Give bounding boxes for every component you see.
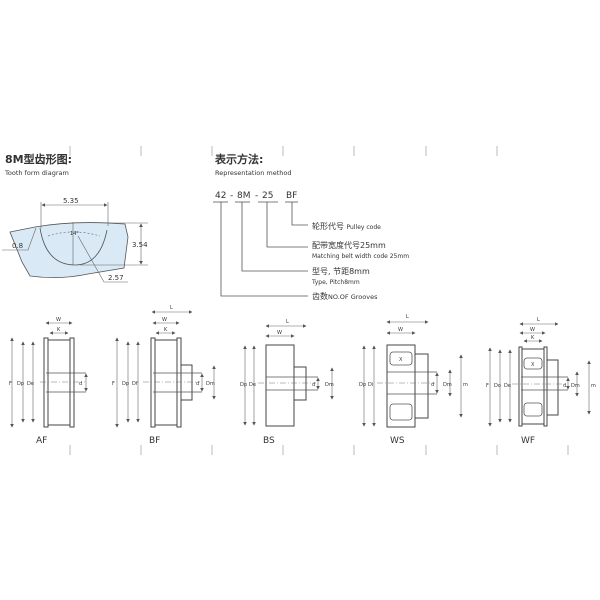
pulley-label-ws: WS (390, 436, 405, 446)
dim-label: d (431, 382, 434, 388)
web-cutout (389, 403, 413, 421)
dim-label: X (531, 362, 535, 368)
dim-label: W (162, 317, 167, 323)
representation-title-en: Representation method (215, 169, 292, 177)
dim-label: Dm (325, 382, 334, 388)
dim-label: Df (132, 381, 138, 387)
pulley-label-wf: WF (521, 436, 535, 446)
pulley-body (520, 348, 546, 425)
representation-title-cn: 表示方法: (214, 152, 263, 166)
pulley-label-af: AF (36, 436, 47, 446)
code-separator: - (230, 191, 233, 201)
dim-label: K (164, 327, 168, 333)
dim-label: Dp (359, 382, 366, 388)
code-width: 25 (262, 191, 273, 201)
separator-ticks (69, 146, 569, 455)
dim-label: Dm (443, 382, 452, 388)
tooth-form-section: 8M型齿形图: Tooth form diagram 5.35 3.54 14°… (2, 152, 148, 283)
svg-text:轮形代号 Pulley code: 轮形代号 Pulley code (312, 221, 381, 231)
dim-label: De (249, 382, 256, 388)
dim-label: F (9, 381, 12, 387)
dim-label: d (312, 382, 315, 388)
dim-label: W (398, 327, 403, 333)
code-separator: - (255, 191, 258, 201)
dim-label: K (531, 335, 535, 341)
dim-label: d (79, 381, 82, 387)
legend-grooves-cn: 齿数 (312, 291, 328, 301)
pulley-body (45, 339, 73, 426)
dim-label: d (563, 383, 566, 389)
web-cutout (523, 402, 543, 417)
flange (518, 346, 523, 427)
dim-label: F (486, 383, 489, 389)
pulley-body (386, 344, 416, 428)
pulley-af: F Dp De d W K AF (9, 317, 88, 446)
tooth-title-en: Tooth form diagram (4, 169, 69, 177)
tooth-dim-tip-radius: 0.8 (12, 242, 23, 250)
dim-label: De (504, 383, 511, 389)
dim-label: W (56, 317, 61, 323)
code-grooves: 42 (215, 191, 226, 201)
flange (69, 337, 75, 428)
legend-grooves-en: NO.OF Grooves (328, 293, 378, 301)
dim-label: De (27, 381, 34, 387)
legend-profile-en: Pulley code (347, 224, 382, 231)
tooth-groove (39, 227, 108, 266)
pulley-body (152, 339, 180, 426)
dim-label: L (406, 314, 409, 320)
dim-label: Di (368, 382, 373, 388)
pulley-wf: F Do De d Dm m X L W K WF (486, 317, 596, 446)
dim-label: W (530, 327, 535, 333)
dim-label: Dp (17, 381, 24, 387)
dim-label: m (463, 382, 468, 388)
tooth-dim-depth: 3.54 (132, 241, 148, 249)
web-cutout (389, 351, 413, 366)
hub (546, 359, 559, 416)
legend-type-en: Type, Pitch8mm (311, 279, 360, 286)
dim-label: K (57, 327, 61, 333)
pulley-body (265, 344, 295, 427)
code-leader-lines (213, 201, 308, 297)
code-type: 8M (237, 191, 251, 201)
code-profile: BF (286, 191, 297, 201)
dim-label: m (591, 383, 596, 389)
hub (293, 366, 307, 401)
pulley-bs: Dp De d Dm L W BS (240, 319, 334, 446)
dim-label: L (286, 319, 289, 325)
web-cutout (523, 357, 543, 370)
dim-label: F (112, 381, 115, 387)
dim-label: d (196, 381, 199, 387)
flange (43, 337, 49, 428)
pulley-ws: Dp Di d Dm m X L W WS (359, 314, 468, 446)
dim-label: Do (494, 383, 501, 389)
representation-section: 表示方法: Representation method 42 - 8M - 25… (213, 152, 409, 301)
dim-label: Dm (571, 383, 580, 389)
pulley-bf: F Dp Df d Dm L W K BF (112, 305, 216, 446)
tooth-dim-width: 5.35 (63, 197, 79, 205)
legend-width-cn: 配带宽度代号25mm (312, 240, 386, 250)
tooth-title-cn: 8M型齿形图: (5, 152, 72, 166)
flange (150, 337, 156, 428)
dim-label: Dp (122, 381, 129, 387)
tooth-dim-angle: 14° (70, 231, 79, 237)
dim-label: Dp (240, 382, 247, 388)
pulley-label-bs: BS (263, 436, 275, 446)
hub (414, 353, 429, 419)
tooth-profile-shape (9, 222, 129, 278)
svg-text:齿数NO.OF Grooves: 齿数NO.OF Grooves (312, 291, 378, 301)
legend-width-en: Matching belt width code 25mm (312, 253, 409, 260)
legend-profile-cn: 轮形代号 (312, 221, 344, 231)
flange (176, 337, 182, 428)
tooth-dim-root-radius: 2.57 (108, 274, 124, 282)
pulley-label-bf: BF (149, 436, 160, 446)
legend-type-cn: 型号, 节距8mm (312, 267, 370, 276)
dim-label: L (537, 317, 540, 323)
dim-label: Dm (206, 381, 215, 387)
hub (180, 364, 193, 401)
dim-label: L (170, 305, 173, 311)
dim-label: X (399, 357, 403, 363)
dim-label: W (277, 330, 282, 336)
